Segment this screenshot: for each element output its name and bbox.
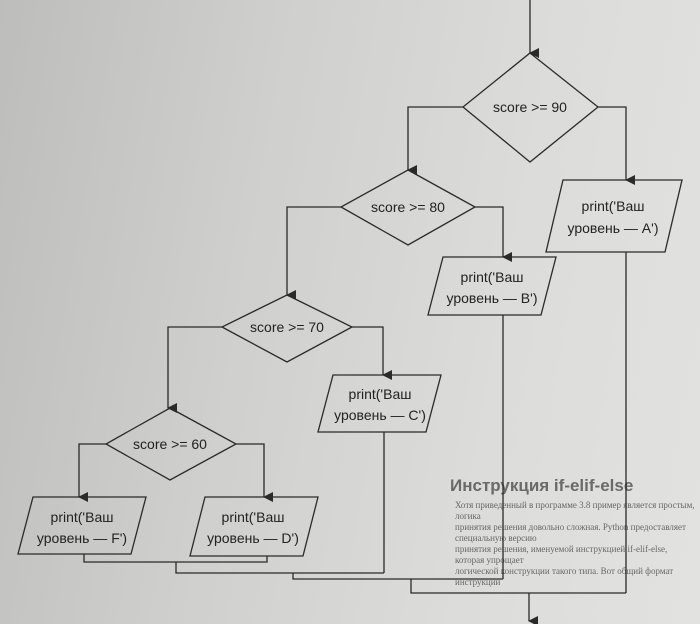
decision-score-90: score >= 90 [461, 52, 600, 163]
section-heading: Инструкция if-elif-else [450, 476, 634, 495]
paragraph-line: принятия решения довольно сложная. Pytho… [455, 522, 686, 543]
output-text: уровень — F') [37, 530, 127, 546]
output-text: print('Ваш [582, 198, 645, 214]
paragraph-line: Хотя приведенный в программе 3.8 пример … [455, 500, 695, 521]
arrow-yes-80 [475, 206, 512, 262]
output-grade-a: print('Ваш уровень — A') [545, 179, 683, 253]
paragraph-line: логической конструкции такого типа. Вот … [455, 566, 674, 587]
output-text: print('Ваш [349, 386, 412, 402]
output-text: уровень — C') [334, 407, 426, 423]
output-text: уровень — D') [207, 530, 299, 546]
output-text: print('Ваш [461, 269, 524, 285]
decision-label: score >= 80 [371, 199, 445, 215]
arrow-yes-90 [598, 106, 635, 185]
paragraph: Хотя приведенный в программе 3.8 пример … [455, 500, 695, 588]
output-grade-f: print('Ваш уровень — F') [17, 496, 147, 555]
decision-label: score >= 60 [133, 436, 207, 452]
output-grade-c: print('Ваш уровень — C') [317, 374, 442, 433]
arrow-yes-60 [236, 443, 273, 502]
decision-score-70: score >= 70 [220, 294, 354, 363]
merge-c [175, 562, 384, 574]
decision-label: score >= 70 [250, 319, 324, 335]
decision-score-80: score >= 80 [339, 169, 477, 246]
arrow-no-90 [407, 106, 463, 175]
output-text: print('Ваш [51, 509, 114, 525]
merge-f-d [83, 554, 268, 563]
output-text: print('Ваш [222, 509, 285, 525]
merge-a [410, 579, 626, 594]
paragraph-line: принятия решения, именуемой инструкцией … [455, 544, 668, 565]
merge-b [292, 573, 503, 580]
arrow-no-70 [167, 326, 222, 413]
arrow-no-60 [78, 443, 106, 502]
arrow-no-80 [286, 206, 341, 300]
arrow-yes-70 [352, 326, 392, 380]
output-grade-b: print('Ваш уровень — B') [427, 256, 557, 316]
output-text: уровень — A') [568, 220, 659, 236]
decision-score-60: score >= 60 [104, 407, 238, 481]
output-text: уровень — B') [447, 290, 538, 306]
decision-label: score >= 90 [493, 99, 567, 115]
output-grade-d: print('Ваш уровень — D') [189, 496, 319, 557]
